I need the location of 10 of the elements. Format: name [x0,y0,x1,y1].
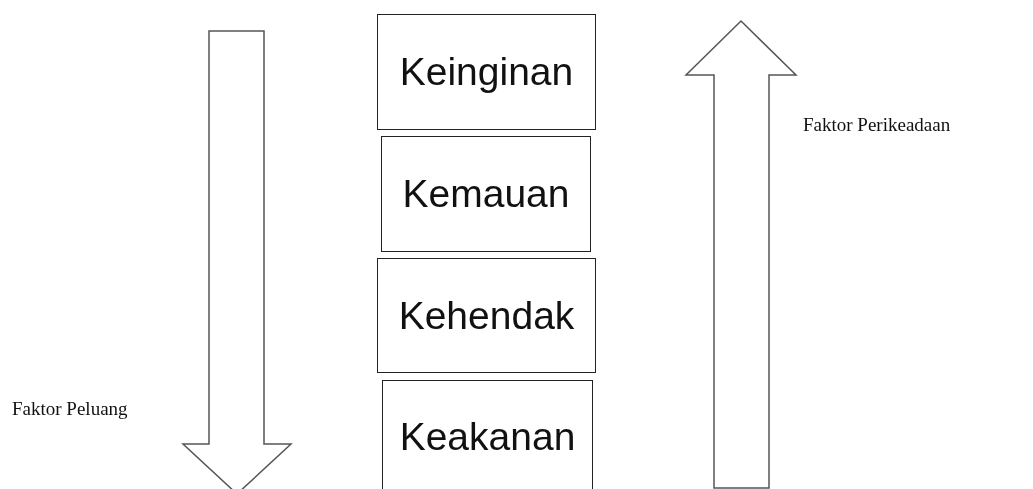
text-box [377,14,596,130]
box-label: Kehendak [398,293,575,338]
text-box [377,258,596,373]
text-box [381,136,591,252]
box-label: Keinginan [399,50,574,94]
arrow-caption: Faktor Peluang [12,398,128,420]
text-box [382,380,593,489]
box-label: Keakanan [399,414,576,459]
arrow-caption: Faktor Perikeadaan [803,114,951,136]
box-label: Kemauan [402,172,570,216]
